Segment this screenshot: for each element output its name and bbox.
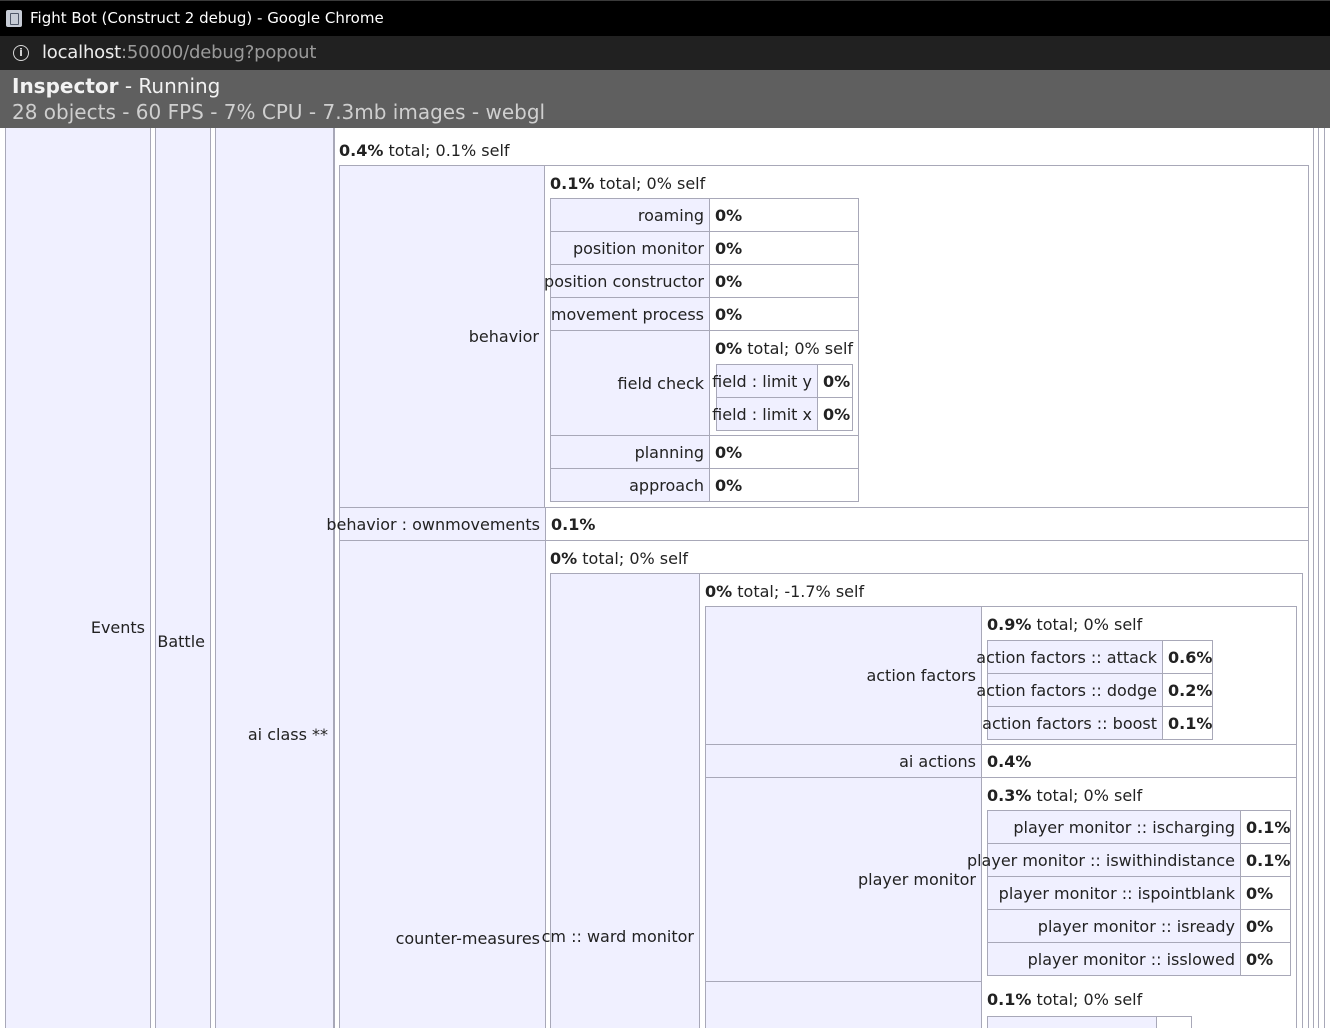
- table-row-label: action factors :: dodge: [976, 673, 1163, 707]
- table-row-label: approach: [550, 468, 710, 502]
- table-row-label: field : limit x: [712, 397, 818, 431]
- table-row-value: 0.2%: [1162, 673, 1213, 707]
- inspector-stats: 28 objects - 60 FPS - 7% CPU - 7.3mb ima…: [12, 100, 546, 124]
- action-factors-cell: action factors: [705, 606, 982, 745]
- table-row-label: planning: [550, 435, 710, 469]
- action-factors-summary: 0.9% total; 0% self: [987, 615, 1143, 634]
- table-row-value: [1156, 1016, 1192, 1028]
- address-url[interactable]: localhost:50000/debug?popout: [42, 42, 316, 63]
- table-row-label: player monitor :: isready: [987, 909, 1241, 943]
- url-path: :50000/debug?popout: [121, 42, 317, 63]
- counter-measures-cell: counter-measures: [339, 540, 546, 1028]
- table-row-value: 0%: [709, 435, 859, 469]
- inspector-name: Inspector: [12, 74, 119, 98]
- table-row-value: 0%: [709, 468, 859, 502]
- table-row-label: player monitor :: isslowed: [987, 942, 1241, 976]
- table-row-label: movement process: [550, 297, 710, 331]
- table-row-value: 0%: [709, 231, 859, 265]
- inspector-header: Inspector - Running 28 objects - 60 FPS …: [0, 70, 1330, 128]
- frame-border: [1318, 128, 1319, 1028]
- window-titlebar: Fight Bot (Construct 2 debug) - Google C…: [0, 0, 1330, 36]
- ward-monitor-summary: 0% total; -1.7% self: [705, 582, 865, 601]
- ai-class-cell: ai class **: [215, 128, 334, 1028]
- url-host: localhost: [42, 42, 121, 63]
- table-row-value: 0%: [709, 264, 859, 298]
- battle-cell: Battle: [155, 128, 211, 1028]
- table-row-label: [987, 1016, 1157, 1028]
- table-row-label: behavior : ownmovements: [326, 507, 546, 541]
- table-row-value: 0.1%: [1240, 843, 1291, 877]
- frame-border: [1324, 128, 1325, 1028]
- table-row-label: position monitor: [550, 231, 710, 265]
- address-bar[interactable]: i localhost:50000/debug?popout: [0, 36, 1330, 70]
- field-check-cell: field check: [550, 330, 710, 436]
- table-row-value: 0.4%: [981, 744, 1297, 778]
- next-group-summary: 0.1% total; 0% self: [987, 990, 1143, 1009]
- table-row-label: action factors :: boost: [982, 706, 1163, 740]
- player-monitor-cell: player monitor: [705, 777, 982, 982]
- window-title: Fight Bot (Construct 2 debug) - Google C…: [30, 9, 384, 27]
- table-row-value: 0%: [709, 297, 859, 331]
- table-row-value: 0.6%: [1162, 640, 1213, 674]
- table-row-value: 0%: [1240, 876, 1291, 910]
- table-row-value: 0.1%: [1240, 810, 1291, 844]
- inspector-state: - Running: [118, 74, 221, 98]
- table-row-value: 0.1%: [545, 507, 1309, 541]
- ward-monitor-cell: cm :: ward monitor: [542, 573, 700, 1028]
- site-info-icon[interactable]: i: [13, 45, 29, 61]
- ai-class-summary: 0.4% total; 0.1% self: [339, 141, 510, 160]
- construct-app-icon: [6, 10, 22, 27]
- behavior-summary: 0.1% total; 0% self: [550, 174, 706, 193]
- counter-measures-summary: 0% total; 0% self: [550, 549, 689, 568]
- table-row-value: 0%: [709, 198, 859, 232]
- inspector-title: Inspector - Running: [12, 74, 220, 98]
- table-row-label: field : limit y: [712, 364, 818, 398]
- table-row-value: 0%: [1240, 909, 1291, 943]
- profiler-tree[interactable]: Events Battle ai class ** 0.4% total; 0.…: [0, 128, 1330, 1028]
- events-cell: Events: [5, 128, 151, 1028]
- table-row-value: 0%: [1240, 942, 1291, 976]
- table-row-label: position constructor: [544, 264, 710, 298]
- table-row-label: ai actions: [705, 744, 982, 778]
- table-row-value: 0.1%: [1162, 706, 1213, 740]
- field-check-summary: 0% total; 0% self: [715, 339, 854, 358]
- table-row-label: player monitor :: ispointblank: [987, 876, 1241, 910]
- behavior-cell: behavior: [339, 165, 545, 508]
- table-row-value: 0%: [817, 397, 853, 431]
- table-row-label: player monitor :: ischarging: [987, 810, 1241, 844]
- next-group-cell: [705, 981, 982, 1028]
- table-row-value: 0%: [817, 364, 853, 398]
- table-row-label: player monitor :: iswithindistance: [967, 843, 1241, 877]
- table-row-label: roaming: [550, 198, 710, 232]
- table-row-label: action factors :: attack: [976, 640, 1163, 674]
- player-monitor-summary: 0.3% total; 0% self: [987, 786, 1143, 805]
